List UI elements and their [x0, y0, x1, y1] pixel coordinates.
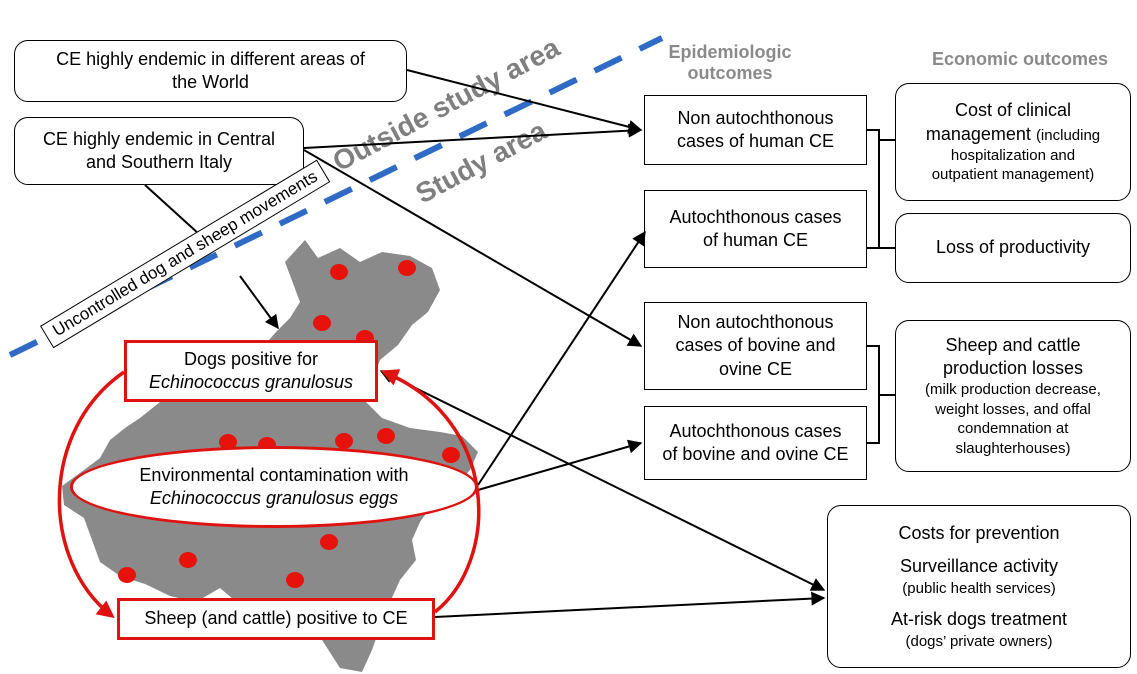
map-dot [118, 567, 136, 583]
arrow-world-to-non-auto-human [406, 69, 643, 134]
bracket-human [867, 129, 895, 249]
dogs-positive-box: Dogs positive for Echinococcus granulosu… [124, 340, 378, 402]
arrow-movements-to-dogs [239, 275, 279, 330]
map-dot [313, 315, 331, 331]
world-endemic-box: CE highly endemic in different areas of … [14, 40, 407, 102]
arrow-italy-to-non-auto-human [303, 123, 643, 149]
map-dot [398, 260, 416, 276]
arrow-env-to-auto-human [477, 230, 646, 486]
non-autochthonous-human-box: Non autochthonous cases of human CE [644, 95, 867, 165]
italy-endemic-box: CE highly endemic in Central and Souther… [14, 117, 304, 185]
economic-outcomes-header: Economic outcomes [931, 49, 1109, 69]
arrow-italy-to-non-auto-animal [303, 149, 643, 347]
loss-of-productivity-box: Loss of productivity [895, 213, 1131, 283]
bracket-animal [867, 345, 895, 444]
cycle-arrow-sheep-to-dogs [380, 369, 481, 614]
map-dot [179, 552, 197, 568]
map-dot [320, 534, 338, 550]
map-dot [286, 572, 304, 588]
arrow-sheep-to-prevention [434, 591, 826, 618]
prevention-costs-box: Costs for prevention Surveillance activi… [827, 505, 1131, 668]
cycle-arrow-dogs-to-sheep [57, 370, 125, 619]
production-losses-box: Sheep and cattle production losses (milk… [895, 320, 1131, 472]
clinical-management-cost-box: Cost of clinical management (including h… [895, 83, 1131, 201]
epidemiologic-outcomes-header: Epidemiologic outcomes [668, 42, 792, 83]
arrow-prevention-to-dogs [379, 370, 826, 591]
autochthonous-human-box: Autochthonous cases of human CE [644, 190, 867, 268]
map-dot [330, 264, 348, 280]
arrow-env-to-auto-animal [477, 439, 643, 491]
map-dot [335, 433, 353, 449]
sheep-positive-box: Sheep (and cattle) positive to CE [117, 598, 435, 640]
